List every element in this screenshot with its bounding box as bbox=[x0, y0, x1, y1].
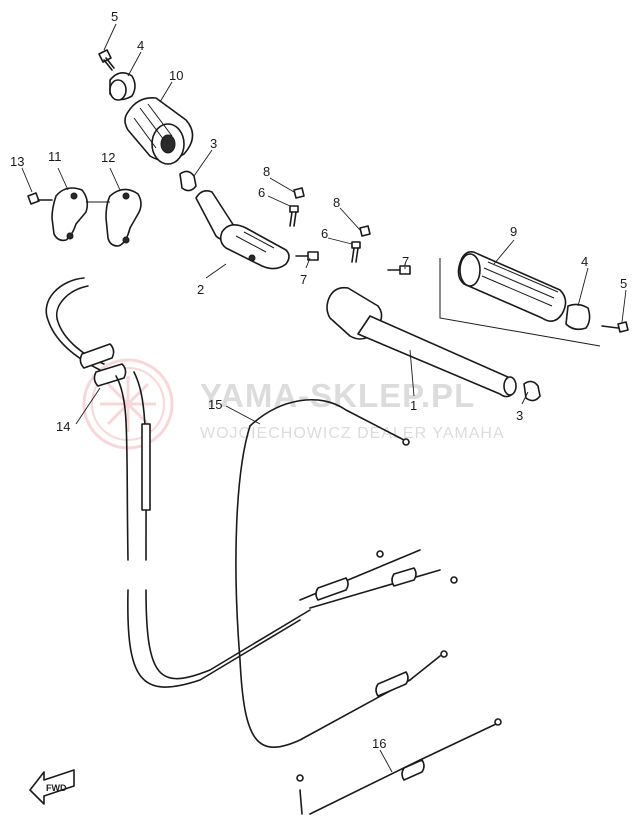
callout-5-top: 5 bbox=[111, 9, 118, 24]
watermark: YAMA-SKLEP.PL WOJCIECHOWICZ DEALER YAMAH… bbox=[82, 358, 505, 450]
callout-leaders bbox=[21, 23, 627, 773]
callout-7-b: 7 bbox=[402, 254, 409, 269]
part-screw-6-a bbox=[289, 205, 299, 227]
callout-4-right: 4 bbox=[581, 254, 588, 269]
callout-9: 9 bbox=[510, 224, 517, 239]
watermark-logo-icon bbox=[82, 358, 174, 450]
callout-4-top: 4 bbox=[137, 38, 144, 53]
fwd-label: FWD bbox=[46, 783, 67, 793]
callout-2: 2 bbox=[197, 282, 204, 297]
part-screw-8-a bbox=[293, 187, 305, 199]
part-clamp-12 bbox=[105, 188, 142, 247]
callout-8-a: 8 bbox=[263, 164, 270, 179]
part-throttle-2 bbox=[195, 190, 290, 270]
callout-8-b: 8 bbox=[333, 195, 340, 210]
part-cable-16 bbox=[296, 718, 502, 815]
watermark-title: YAMA-SKLEP.PL bbox=[200, 377, 475, 414]
fwd-arrow-icon: FWD bbox=[29, 769, 75, 805]
callout-6-b: 6 bbox=[321, 226, 328, 241]
part-grip-9 bbox=[439, 250, 601, 347]
callout-7-a: 7 bbox=[300, 272, 307, 287]
part-collar-3-top bbox=[179, 170, 197, 192]
callout-15: 15 bbox=[208, 397, 222, 412]
part-screw-7-b bbox=[387, 265, 411, 275]
callout-13: 13 bbox=[10, 154, 24, 169]
part-clamp-11 bbox=[51, 187, 89, 242]
part-cable-15 bbox=[235, 398, 448, 749]
callout-1: 1 bbox=[410, 398, 417, 413]
part-screw-13 bbox=[27, 192, 53, 205]
part-bar-end-4-right bbox=[565, 303, 591, 331]
callout-11: 11 bbox=[48, 149, 62, 164]
part-screw-8-b bbox=[359, 225, 371, 237]
part-throttle-cable-14 bbox=[45, 277, 458, 688]
part-screw-7-a bbox=[295, 251, 319, 261]
callout-3-top: 3 bbox=[210, 136, 217, 151]
part-screw-5-top bbox=[98, 49, 115, 71]
part-screw-5-right bbox=[601, 321, 629, 333]
part-grip-10 bbox=[124, 96, 194, 165]
watermark-subtitle: WOJCIECHOWICZ DEALER YAMAHA bbox=[200, 425, 505, 442]
part-screw-6-b bbox=[351, 241, 361, 263]
callout-12: 12 bbox=[101, 150, 115, 165]
part-collar-3-right bbox=[523, 380, 541, 402]
part-handlebar-1 bbox=[326, 286, 517, 398]
callout-6-a: 6 bbox=[258, 185, 265, 200]
callout-labels: 5 4 10 3 13 11 12 8 6 8 6 2 7 7 9 4 5 1 … bbox=[10, 9, 627, 751]
callout-14: 14 bbox=[56, 419, 70, 434]
callout-5-right: 5 bbox=[620, 276, 627, 291]
callout-10: 10 bbox=[169, 68, 183, 83]
part-bar-end-4-top bbox=[109, 72, 136, 101]
callout-3-right: 3 bbox=[516, 408, 523, 423]
callout-16: 16 bbox=[372, 736, 386, 751]
